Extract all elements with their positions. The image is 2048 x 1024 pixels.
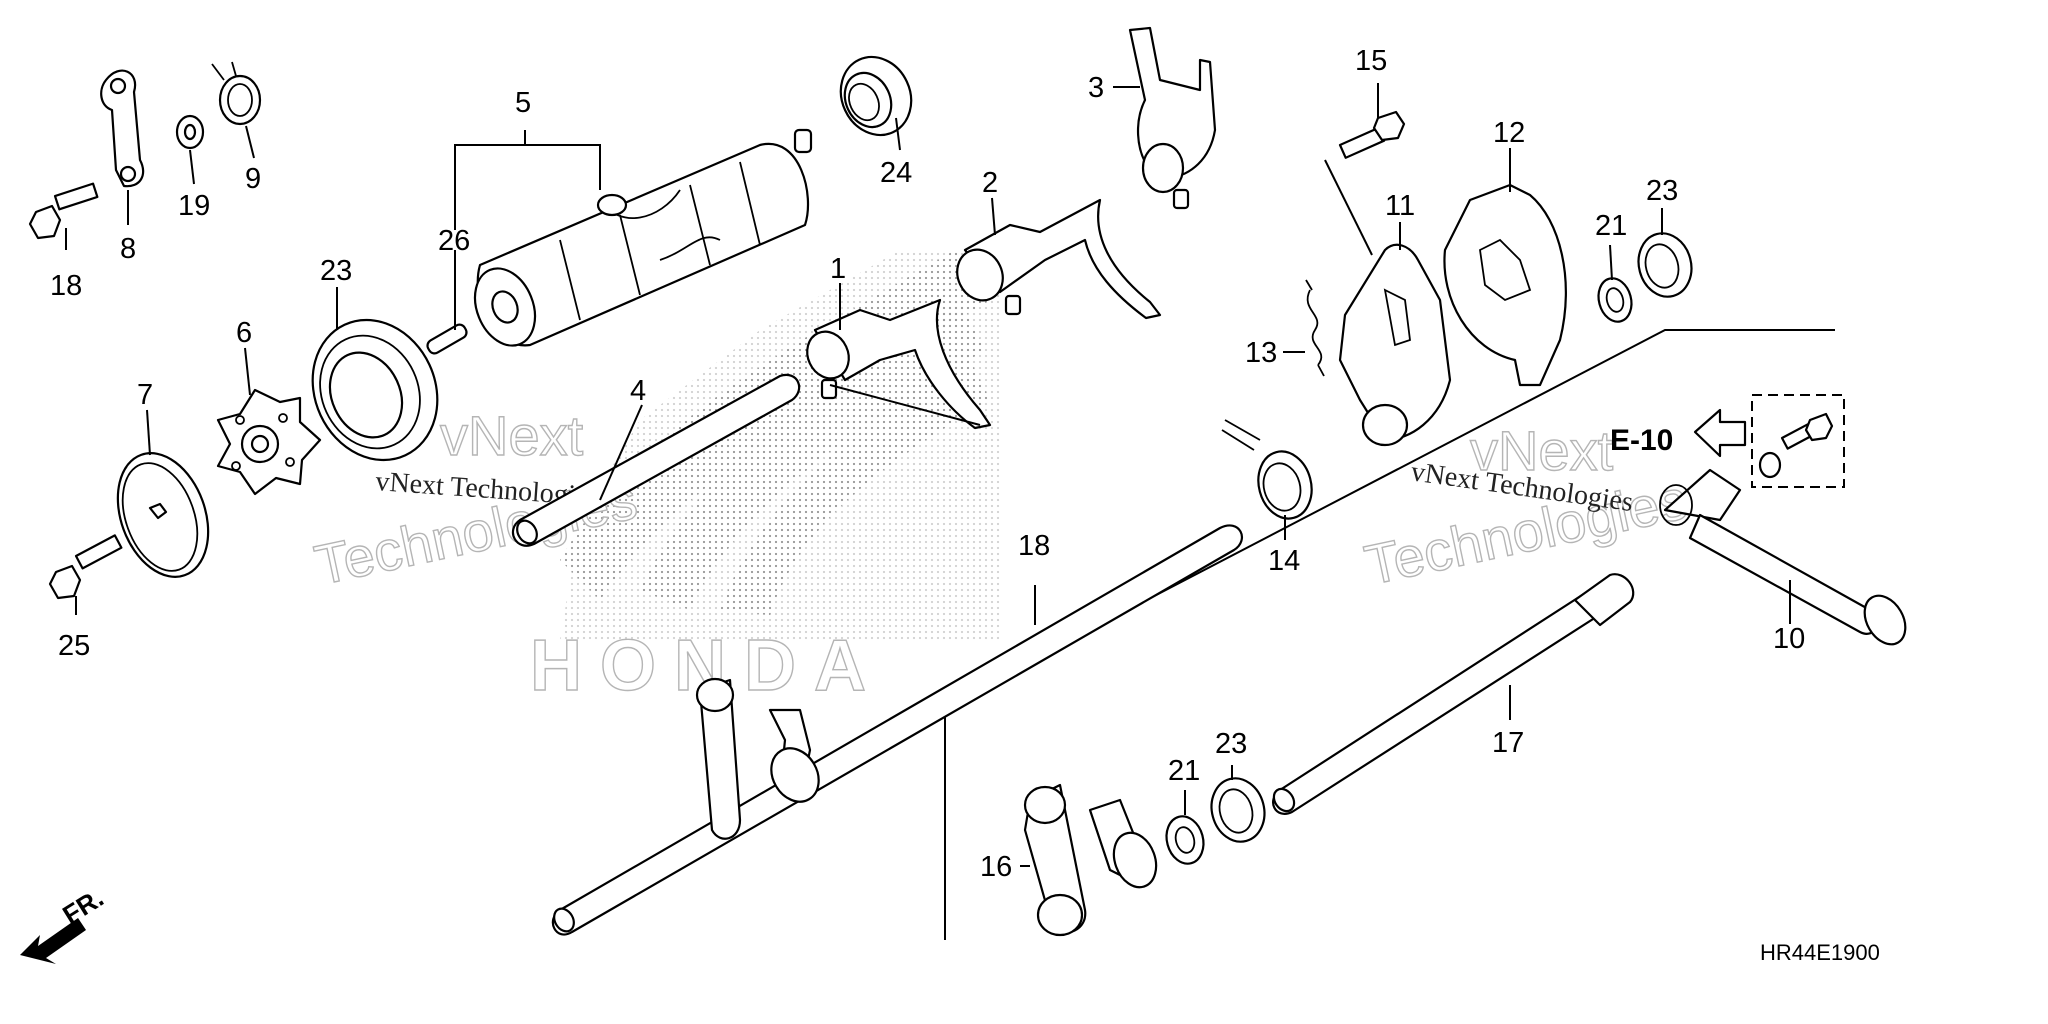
leader-lines xyxy=(65,83,1791,867)
callout-15: 15 xyxy=(1355,45,1387,77)
section-divider-upper xyxy=(944,329,1835,706)
washer-20 xyxy=(175,114,205,150)
shift-shaft-18 xyxy=(551,524,1244,936)
bearing-22 xyxy=(311,318,439,462)
bearing-24 xyxy=(839,55,913,137)
callout-19: 18 xyxy=(50,270,82,302)
stopper-arm-8 xyxy=(100,69,145,188)
callout-3: 3 xyxy=(1088,72,1104,104)
shift-drum-5 xyxy=(473,128,813,347)
callout-20: 19 xyxy=(178,190,210,222)
gearshift-spindle-10 xyxy=(1659,468,1907,646)
callout-9: 9 xyxy=(245,163,261,195)
reference-e10: E-10 xyxy=(1610,394,1845,488)
spring-9 xyxy=(211,61,262,126)
front-indicator: FR. xyxy=(20,882,109,964)
callouts: 18 8 19 9 5 26 23 6 7 25 4 1 2 3 24 15 1… xyxy=(50,45,1805,883)
spring-14 xyxy=(1221,419,1313,520)
reference-arrow-icon xyxy=(1693,408,1747,458)
shift-fork-1 xyxy=(806,298,992,430)
fork-shaft-4 xyxy=(511,373,801,547)
watermark-line1-left: vNext xyxy=(440,404,584,467)
callout-21-upper: 21 xyxy=(1595,210,1627,242)
callout-14: 14 xyxy=(1268,545,1300,577)
callout-22: 23 xyxy=(320,255,352,287)
bolt-15 xyxy=(1338,110,1406,159)
callout-21-lower: 21 xyxy=(1168,755,1200,787)
callout-1: 1 xyxy=(830,253,846,285)
washer-21-upper xyxy=(1597,277,1633,323)
bolt-19 xyxy=(28,182,99,240)
callout-16: 16 xyxy=(980,851,1012,883)
stopper-plate-12 xyxy=(1443,183,1567,387)
guide-plate-11 xyxy=(1338,243,1452,447)
callout-12: 12 xyxy=(1493,117,1525,149)
callout-23-lower: 23 xyxy=(1215,728,1247,760)
callout-26: 26 xyxy=(438,225,470,257)
bolt-25 xyxy=(48,534,123,600)
callout-7: 7 xyxy=(137,379,153,411)
front-arrow-icon xyxy=(20,918,86,964)
callout-5: 5 xyxy=(515,87,531,119)
callout-10: 10 xyxy=(1773,623,1805,655)
bearing-23-upper xyxy=(1637,232,1693,298)
shift-fork-3 xyxy=(1128,26,1217,210)
star-plate-6 xyxy=(216,388,322,496)
callout-4: 4 xyxy=(630,375,646,407)
callout-2: 2 xyxy=(982,167,998,199)
washer-21-lower xyxy=(1165,815,1205,865)
spring-13 xyxy=(1305,279,1325,377)
shift-arm-16 xyxy=(1023,783,1158,937)
callout-6: 6 xyxy=(236,317,252,349)
callout-11: 11 xyxy=(1385,190,1415,222)
shift-shaft-17 xyxy=(1272,573,1635,815)
front-label: FR. xyxy=(57,882,108,930)
callout-23-upper: 23 xyxy=(1646,175,1678,207)
callout-17: 17 xyxy=(1492,727,1524,759)
reference-label: E-10 xyxy=(1610,424,1673,457)
shift-fork-2 xyxy=(956,198,1162,320)
bearing-23-lower xyxy=(1210,777,1266,843)
cover-plate-7 xyxy=(116,452,210,578)
callout-8: 8 xyxy=(120,233,136,265)
callout-25: 25 xyxy=(58,630,90,662)
diagram-code: HR44E1900 xyxy=(1760,940,1880,965)
reference-box xyxy=(1751,394,1845,488)
callout-13: 13 xyxy=(1245,337,1277,369)
watermark-line1-right: vNext xyxy=(1470,419,1614,482)
callout-18: 18 xyxy=(1018,530,1050,562)
dowel-pin-26 xyxy=(426,323,468,355)
callout-24: 24 xyxy=(880,157,912,189)
